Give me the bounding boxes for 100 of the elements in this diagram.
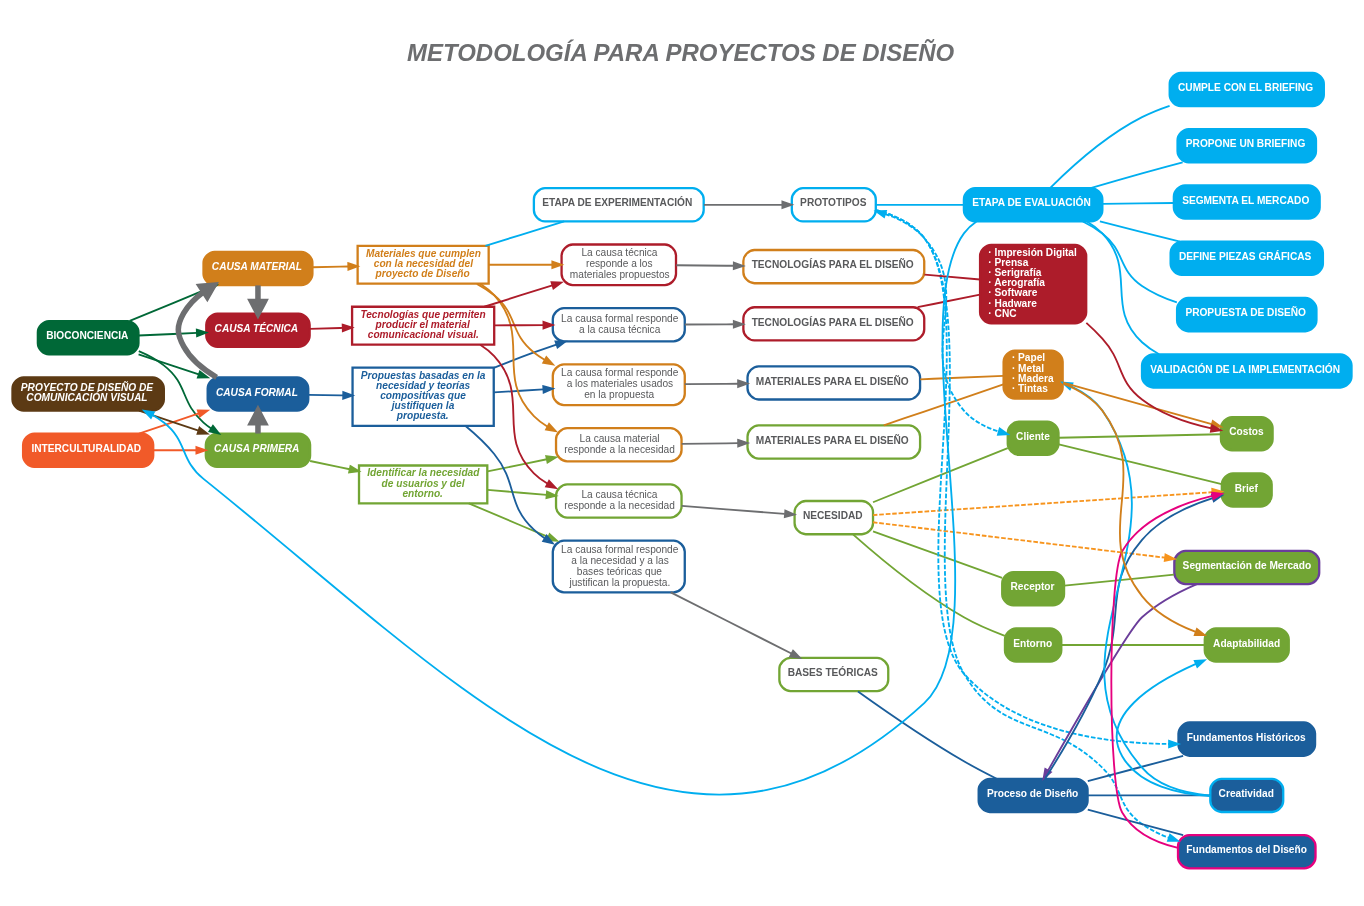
arrow: [680, 438, 751, 448]
node-box: Identificar la necesidad de usuarios y del entorno.: [357, 463, 489, 504]
node-box: TECNOLOGÍAS PARA EL DISEÑO: [742, 305, 926, 342]
arrow: [675, 260, 746, 270]
node-box: Entorno: [1003, 626, 1063, 663]
arrow: [486, 488, 559, 499]
node-box: Proceso de Diseño: [977, 777, 1089, 813]
connector: [1060, 643, 1206, 646]
node-box: La causa técnica responde a los materiales propuestos: [560, 242, 678, 286]
node-box: CAUSA TÉCNICA: [205, 312, 311, 348]
arrow: [309, 459, 362, 474]
connector: [916, 293, 981, 308]
connector: [1089, 160, 1184, 189]
arrow: [479, 282, 559, 432]
connector: [1099, 220, 1181, 243]
connector: [872, 446, 1009, 503]
arrow: [492, 339, 568, 369]
node-box: La causa formal responde a la causa técnica: [551, 306, 686, 343]
node-box: · Papel · Metal · Madera · Tintas: [1002, 348, 1064, 400]
node-box: Propuestas basadas en la necesidad y teorías compositivas que justifiquen la propuesta.: [351, 366, 495, 427]
node-box: La causa formal responde a la necesidad y a las bases teóricas que justifican la propuesta.: [551, 539, 686, 594]
node-box: TECNOLOGÍAS PARA EL DISEÑO: [742, 248, 926, 284]
node-box: La causa formal responde a los materiales usados en la propuesta: [551, 362, 686, 406]
node-box: La causa técnica responde a la necesidad: [554, 482, 683, 519]
connector: [1086, 808, 1185, 836]
node-box: La causa material responde a la necesidad: [554, 426, 683, 462]
arrow: [137, 327, 209, 337]
node-box: CAUSA MATERIAL: [202, 250, 314, 286]
node-box: PROPUESTA DE DISEÑO: [1175, 296, 1318, 332]
node-box: Materiales que cumplen con la necesidad del proyecto de Diseño: [356, 244, 490, 285]
arrow: [683, 319, 746, 329]
node-box: Brief: [1220, 471, 1273, 508]
connector: [923, 273, 981, 280]
arrow: [1115, 658, 1212, 797]
connector: [872, 530, 1003, 579]
connector: [1101, 201, 1175, 205]
node-box: PROPONE UN BRIEFING: [1176, 127, 1318, 163]
connector: [919, 374, 1005, 380]
node-box: CAUSA PRIMERA: [204, 432, 312, 468]
node-box: PROYECTO DE DISEÑO DE COMUNICACIÓN VISUAL: [11, 375, 165, 412]
node-box: PROTOTIPOS: [790, 186, 877, 223]
arrow: [137, 352, 211, 378]
arrow: [475, 282, 556, 366]
connector: [874, 203, 965, 206]
connector: [484, 220, 566, 247]
node-box: MATERIALES PARA EL DISEÑO: [746, 423, 922, 460]
arrow: [483, 280, 564, 308]
connector: [1081, 220, 1178, 303]
node-box: BASES TEÓRICAS: [778, 656, 890, 692]
node-box: Costos: [1219, 415, 1274, 451]
node-box: INTERCULTURALIDAD: [21, 432, 155, 468]
arrow: [487, 259, 565, 269]
arrow: [669, 590, 803, 659]
arrow: [479, 343, 559, 489]
arrow: [493, 320, 556, 330]
node-box: Creatividad: [1209, 777, 1285, 813]
arrow: [872, 520, 1178, 562]
connector: [1057, 432, 1222, 439]
arrow: [247, 284, 269, 320]
arrow: [492, 384, 556, 394]
node-box: DEFINE PIEZAS GRÁFICAS: [1169, 240, 1325, 276]
arrow: [311, 261, 361, 271]
arrow: [152, 445, 209, 455]
node-box: BIOCONCIENCIA: [36, 319, 140, 355]
diagram-title: METODOLOGÍA PARA PROYECTOS DE DISEÑO: [407, 38, 955, 66]
node-box: Fundamentos Históricos: [1177, 720, 1317, 757]
connector: [857, 690, 998, 780]
node-box: · Impresión Digital · Prensa · Serigrafía · Aerografía · Software · Hadware · CNC: [978, 243, 1088, 325]
connector: [1086, 794, 1212, 796]
node-box: Tecnologías que permiten producir el material comunicacional visual.: [350, 305, 496, 346]
arrow: [308, 322, 355, 332]
connector: [882, 383, 1005, 426]
connector: [1049, 104, 1171, 189]
connector: [1086, 754, 1185, 782]
arrow: [141, 220, 978, 794]
node-box: MATERIALES PARA EL DISEÑO: [746, 364, 922, 401]
arrow: [683, 378, 751, 388]
arrow: [680, 504, 798, 518]
node-box: CAUSA FORMAL: [206, 375, 310, 412]
node-box: VALIDACIÓN DE LA IMPLEMENTACIÓN: [1140, 352, 1353, 389]
node-box: Fundamentos del Diseño: [1176, 833, 1317, 869]
arrow: [307, 390, 356, 400]
node-box: ETAPA DE EXPERIMENTACIÓN: [532, 186, 705, 223]
node-box: NECESIDAD: [793, 499, 875, 535]
node-box: Receptor: [1001, 570, 1066, 606]
connector: [852, 533, 1006, 637]
node-box: SEGMENTA EL MERCADO: [1172, 183, 1321, 220]
node-box: CUMPLE CON EL BRIEFING: [1168, 71, 1325, 107]
node-box: Adaptabilidad: [1203, 626, 1290, 663]
connector: [1086, 220, 1160, 355]
node-box: Cliente: [1006, 420, 1060, 456]
connector: [1057, 442, 1223, 485]
arrow: [464, 424, 556, 545]
arrow: [247, 404, 269, 434]
node-box: ETAPA DE EVALUACIÓN: [962, 186, 1104, 223]
arrow: [137, 349, 222, 435]
connector: [1063, 573, 1175, 587]
node-box: Segmentación de Mercado: [1173, 549, 1321, 585]
arrow: [703, 199, 795, 209]
arrow: [486, 454, 559, 472]
